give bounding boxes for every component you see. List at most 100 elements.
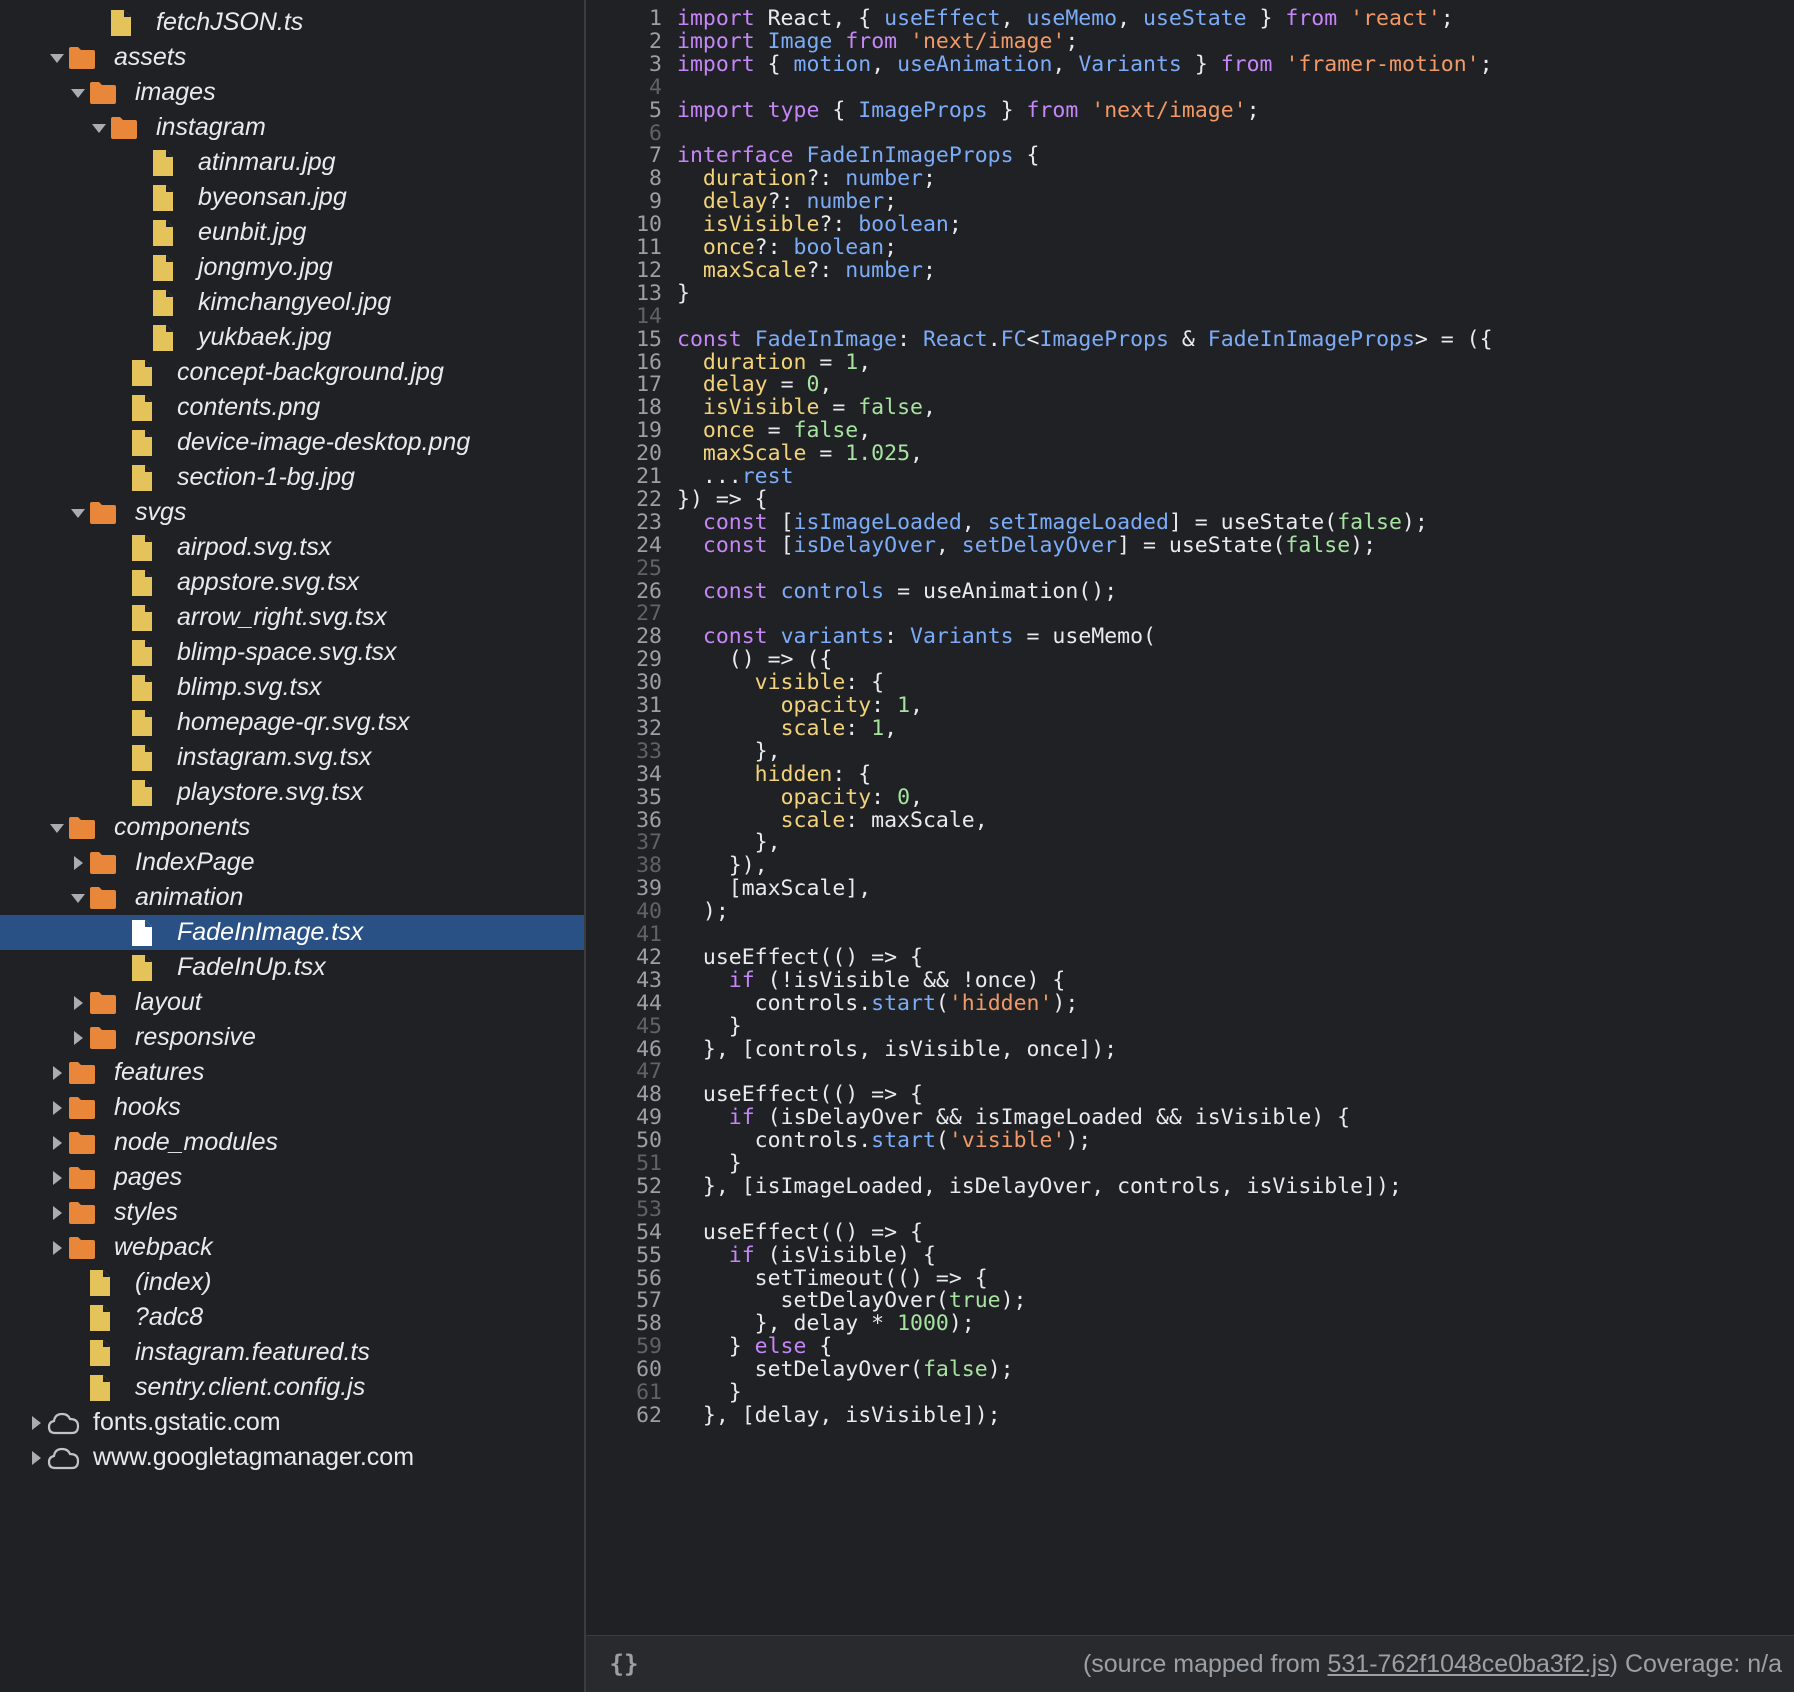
tree-item-blimp-space-svg-tsx[interactable]: blimp-space.svg.tsx <box>0 635 584 670</box>
tree-item-instagram[interactable]: instagram <box>0 110 584 145</box>
tree-item-www-googletagmanager-com[interactable]: www.googletagmanager.com <box>0 1440 584 1475</box>
code-line: import type { ImageProps } from 'next/im… <box>677 97 1260 123</box>
tree-item-device-image-desktop-png[interactable]: device-image-desktop.png <box>0 425 584 460</box>
line-number: 34 <box>636 761 662 787</box>
collapsed-arrow-icon[interactable] <box>25 1415 47 1431</box>
tree-item-hooks[interactable]: hooks <box>0 1090 584 1125</box>
line-number: 19 <box>636 418 662 444</box>
tree-item-arrow-right-svg-tsx[interactable]: arrow_right.svg.tsx <box>0 600 584 635</box>
code-line: ...rest <box>677 464 794 489</box>
file-icon <box>89 1304 125 1332</box>
code-line: }, [isImageLoaded, isDelayOver, controls… <box>677 1173 1402 1199</box>
collapsed-arrow-icon[interactable] <box>46 1135 68 1151</box>
tree-item-adc8[interactable]: ?adc8 <box>0 1300 584 1335</box>
tree-item-webpack[interactable]: webpack <box>0 1230 584 1265</box>
collapsed-arrow-icon[interactable] <box>67 995 89 1011</box>
folder-icon <box>89 1026 125 1050</box>
expanded-arrow-icon[interactable] <box>67 890 89 906</box>
tree-item-svgs[interactable]: svgs <box>0 495 584 530</box>
collapsed-arrow-icon[interactable] <box>25 1450 47 1466</box>
tree-item-byeonsan-jpg[interactable]: byeonsan.jpg <box>0 180 584 215</box>
collapsed-arrow-icon[interactable] <box>67 1030 89 1046</box>
tree-item-fetchjson-ts[interactable]: fetchJSON.ts <box>0 5 584 40</box>
line-number: 21 <box>636 464 662 489</box>
tree-item-playstore-svg-tsx[interactable]: playstore.svg.tsx <box>0 775 584 810</box>
tree-item-label: webpack <box>114 1233 213 1261</box>
tree-item-blimp-svg-tsx[interactable]: blimp.svg.tsx <box>0 670 584 705</box>
line-number: 39 <box>636 876 662 902</box>
tree-item-responsive[interactable]: responsive <box>0 1020 584 1055</box>
tree-item-indexpage[interactable]: IndexPage <box>0 845 584 880</box>
code-content[interactable]: import React, { useEffect, useMemo, useS… <box>677 0 1794 1635</box>
tree-item-kimchangyeol-jpg[interactable]: kimchangyeol.jpg <box>0 285 584 320</box>
file-icon <box>131 359 167 387</box>
tree-item-atinmaru-jpg[interactable]: atinmaru.jpg <box>0 145 584 180</box>
expanded-arrow-icon[interactable] <box>46 820 68 836</box>
line-number: 61 <box>636 1380 662 1405</box>
expanded-arrow-icon[interactable] <box>67 85 89 101</box>
line-number: 17 <box>636 372 662 398</box>
tree-item-sentry-client-config-js[interactable]: sentry.client.config.js <box>0 1370 584 1405</box>
tree-item-fadeinimage-tsx[interactable]: FadeInImage.tsx <box>0 915 584 950</box>
collapsed-arrow-icon[interactable] <box>46 1240 68 1256</box>
tree-item-fadeinup-tsx[interactable]: FadeInUp.tsx <box>0 950 584 985</box>
tree-item-fonts-gstatic-com[interactable]: fonts.gstatic.com <box>0 1405 584 1440</box>
tree-item-components[interactable]: components <box>0 810 584 845</box>
collapsed-arrow-icon[interactable] <box>46 1065 68 1081</box>
line-number: 18 <box>636 395 662 421</box>
tree-item-pages[interactable]: pages <box>0 1160 584 1195</box>
collapsed-arrow-icon[interactable] <box>46 1205 68 1221</box>
tree-item-label: fonts.gstatic.com <box>93 1408 281 1436</box>
tree-item-instagram-featured-ts[interactable]: instagram.featured.ts <box>0 1335 584 1370</box>
tree-item-concept-background-jpg[interactable]: concept-background.jpg <box>0 355 584 390</box>
code-line: duration = 1, <box>702 349 872 375</box>
tree-item-animation[interactable]: animation <box>0 880 584 915</box>
tree-item-styles[interactable]: styles <box>0 1195 584 1230</box>
code-line: interface FadeInImageProps { <box>677 143 1040 169</box>
tree-item-images[interactable]: images <box>0 75 584 110</box>
tree-item-homepage-qr-svg-tsx[interactable]: homepage-qr.svg.tsx <box>0 705 584 740</box>
tree-item-contents-png[interactable]: contents.png <box>0 390 584 425</box>
tree-item-airpod-svg-tsx[interactable]: airpod.svg.tsx <box>0 530 584 565</box>
tree-item-instagram-svg-tsx[interactable]: instagram.svg.tsx <box>0 740 584 775</box>
collapsed-arrow-icon[interactable] <box>46 1100 68 1116</box>
line-number: 56 <box>636 1265 662 1291</box>
tree-item-assets[interactable]: assets <box>0 40 584 75</box>
file-icon <box>131 429 167 457</box>
code-line: setTimeout(() => { <box>677 1265 988 1291</box>
line-number: 4 <box>649 74 662 100</box>
tree-item-jongmyo-jpg[interactable]: jongmyo.jpg <box>0 250 584 285</box>
pretty-print-button[interactable]: {} <box>609 1650 639 1678</box>
file-icon <box>131 674 167 702</box>
line-number: 16 <box>636 349 662 375</box>
panel-splitter[interactable] <box>584 0 586 1692</box>
line-number: 48 <box>636 1082 662 1108</box>
tree-item-layout[interactable]: layout <box>0 985 584 1020</box>
file-icon <box>152 149 188 177</box>
tree-item-index[interactable]: (index) <box>0 1265 584 1300</box>
tree-item-yukbaek-jpg[interactable]: yukbaek.jpg <box>0 320 584 355</box>
tree-item-section-1-bg-jpg[interactable]: section-1-bg.jpg <box>0 460 584 495</box>
source-map-link[interactable]: 531-762f1048ce0ba3f2.js <box>1327 1649 1610 1678</box>
line-number: 58 <box>636 1311 662 1337</box>
tree-item-appstore-svg-tsx[interactable]: appstore.svg.tsx <box>0 565 584 600</box>
code-line: opacity: 1, <box>780 693 923 718</box>
tree-item-features[interactable]: features <box>0 1055 584 1090</box>
expanded-arrow-icon[interactable] <box>46 50 68 66</box>
code-line: hidden: { <box>754 761 872 787</box>
folder-icon <box>68 1096 104 1120</box>
expanded-arrow-icon[interactable] <box>88 120 110 136</box>
code-line: maxScale?: number; <box>702 257 936 283</box>
expanded-arrow-icon[interactable] <box>67 505 89 521</box>
tree-item-node-modules[interactable]: node_modules <box>0 1125 584 1160</box>
line-number: 55 <box>636 1242 662 1268</box>
collapsed-arrow-icon[interactable] <box>46 1170 68 1186</box>
tree-item-eunbit-jpg[interactable]: eunbit.jpg <box>0 215 584 250</box>
code-line: scale: maxScale, <box>780 807 988 833</box>
collapsed-arrow-icon[interactable] <box>67 855 89 871</box>
code-line: } <box>677 1380 742 1405</box>
folder-icon <box>68 1061 104 1085</box>
code-line: import React, { useEffect, useMemo, useS… <box>677 6 1454 31</box>
